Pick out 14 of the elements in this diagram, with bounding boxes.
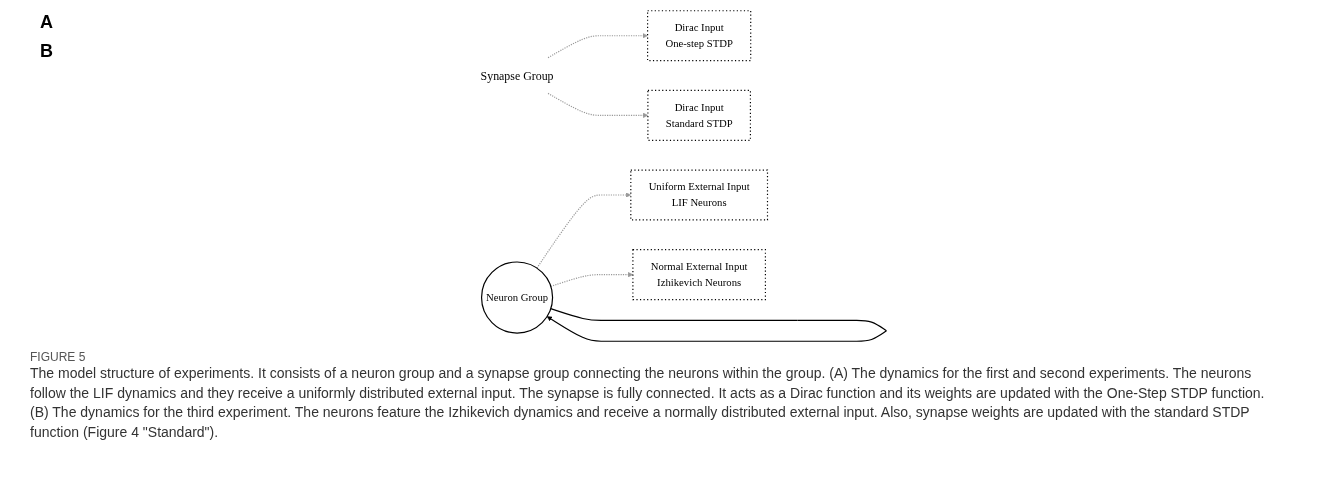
node-text: Synapse Group [480,69,554,83]
arrow [547,308,888,342]
arrow [550,272,634,287]
node-box: Uniform External Input LIF Neurons [630,169,769,221]
node-box: Dirac Input One-step STDP [647,10,752,62]
panel-letter: B [40,41,53,62]
node-circle: Neuron Group [481,261,554,334]
arrow [547,92,649,118]
arrow [536,192,632,269]
panel-letter: A [40,12,53,33]
node-box: Normal External Input Izhikevich Neurons [632,249,767,301]
caption: The model structure of experiments. It consists of a neuron group and a synapse group connecting the neurons within the group. (A) The dynamics for the first and second experiments. The neurons follow the LIF dynamics and they receive a uniformly distributed external input. The synapse is fully connected. It acts as a Dirac function and its weights are updated with the One-Step STDP function. (B) The dynamics for the third experiment. The neurons feature the Izhikevich dynamics and receive a normally distributed external input. Also, synapse weights are updated with the standard STDP function (Figure 4 "Standard"). [30,364,1266,442]
node-box: Dirac Input Standard STDP [647,89,752,141]
figure-number: FIGURE 5 [30,350,87,364]
